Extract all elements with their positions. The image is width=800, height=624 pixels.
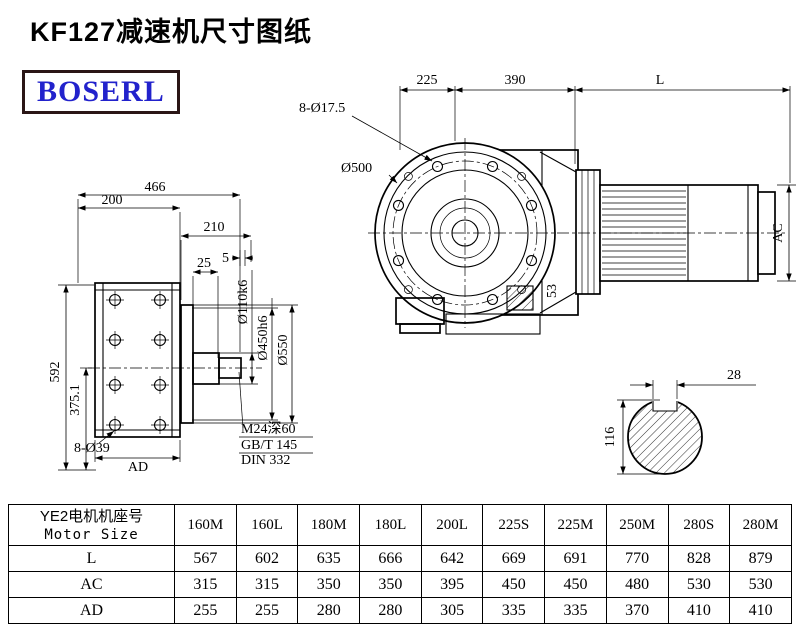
- cell: 691: [544, 545, 607, 572]
- col-header: 180M: [297, 504, 361, 546]
- dia-110-label: Ø110k6: [236, 280, 251, 325]
- col-header: 225M: [544, 504, 607, 546]
- cell: 567: [174, 545, 237, 572]
- adapter-ribs: [581, 170, 595, 294]
- dim-label-28: 28: [727, 368, 741, 383]
- motor-size-header-cn: YE2电机机座号: [39, 507, 144, 525]
- mount-holes: [106, 291, 169, 434]
- motor-fins: [602, 190, 686, 276]
- front-view: 225 390 L AC 8-Ø17.5 Ø500 53: [299, 73, 796, 335]
- cell: 255: [174, 597, 237, 624]
- dim-label-210: 210: [204, 220, 225, 235]
- cell: 280: [297, 597, 361, 624]
- dimension-table: YE2电机机座号 Motor Size 160M 160L 180M 180L …: [8, 504, 792, 624]
- cell: 530: [667, 571, 731, 598]
- section-dimensions: 28 116: [603, 368, 756, 475]
- cell: 395: [420, 571, 484, 598]
- cell: 879: [729, 545, 792, 572]
- shaft-step-1: [192, 352, 220, 385]
- cell: 280: [359, 597, 422, 624]
- dim-label-AD: AD: [128, 460, 148, 475]
- cell: 530: [729, 571, 792, 598]
- section-block: [506, 285, 534, 311]
- technical-drawing: 225 390 L AC 8-Ø17.5 Ø500 53: [48, 73, 796, 475]
- side-view-dimensions: 200 466 210 5 25 592: [48, 180, 313, 475]
- page-title: KF127减速机尺寸图纸: [30, 17, 313, 47]
- col-header: 280M: [729, 504, 792, 546]
- cell: 410: [729, 597, 792, 624]
- cell: 315: [174, 571, 237, 598]
- dim-label-375: 375.1: [68, 384, 83, 416]
- col-header: 280S: [667, 504, 731, 546]
- table-row-L: L 567 602 635 666 642 669 691 770 828 87…: [8, 545, 792, 572]
- base-block: [445, 313, 541, 335]
- cell: 335: [544, 597, 607, 624]
- col-header: 225S: [482, 504, 546, 546]
- motor-size-header: YE2电机机座号 Motor Size: [8, 504, 175, 546]
- cell: 350: [359, 571, 422, 598]
- col-header: 200L: [420, 504, 484, 546]
- dim-label-466: 466: [145, 180, 166, 195]
- cell: 602: [235, 545, 299, 572]
- dim-label-AC: AC: [771, 223, 786, 242]
- boserl-logo: BOSERL: [22, 70, 180, 114]
- table-row-AC: AC 315 315 350 350 395 450 450 480 530 5…: [8, 571, 792, 598]
- dia-450-label: Ø450h6: [256, 315, 271, 360]
- cell: 410: [667, 597, 731, 624]
- dia-500-label: Ø500: [341, 161, 372, 176]
- cell: 350: [297, 571, 361, 598]
- side-view: 200 466 210 5 25 592: [48, 180, 313, 475]
- dim-label-116: 116: [603, 427, 618, 447]
- gearbox-side-body: [94, 282, 181, 438]
- housing-web: [539, 291, 577, 314]
- thread-note-1: M24深60: [241, 421, 295, 437]
- dim-label-5: 5: [222, 251, 229, 266]
- table-header-row: YE2电机机座号 Motor Size 160M 160L 180M 180L …: [8, 504, 792, 546]
- keyway-cutout: [652, 394, 678, 411]
- cell: 370: [605, 597, 669, 624]
- row-label: L: [8, 545, 175, 572]
- motor-size-header-en: Motor Size: [44, 526, 139, 543]
- dim-label-200: 200: [102, 193, 123, 208]
- cell: 635: [297, 545, 361, 572]
- col-header: 160M: [174, 504, 237, 546]
- shaft-section-view: 28 116: [603, 368, 756, 475]
- output-flange: [180, 304, 194, 424]
- dim-label-390: 390: [505, 73, 526, 88]
- col-header: 250M: [605, 504, 669, 546]
- col-header: 180L: [359, 504, 422, 546]
- cell: 828: [667, 545, 731, 572]
- dim-label-53: 53: [545, 284, 560, 298]
- table-row-AD: AD 255 255 280 280 305 335 335 370 410 4…: [8, 597, 792, 624]
- bolt-holes: [392, 160, 538, 306]
- cell: 450: [544, 571, 607, 598]
- cell: 335: [482, 597, 546, 624]
- cell: 315: [235, 571, 299, 598]
- mount-holes-label: 8-Ø39: [74, 441, 110, 456]
- cell: 770: [605, 545, 669, 572]
- front-view-dimensions: 225 390 L AC 8-Ø17.5 Ø500 53: [299, 73, 796, 298]
- col-header: 160L: [235, 504, 299, 546]
- foot-pad: [399, 323, 441, 334]
- dia-550-label: Ø550: [276, 334, 291, 365]
- bolt-holes-label: 8-Ø17.5: [299, 101, 345, 116]
- dim-label-L: L: [656, 73, 665, 88]
- cell: 642: [420, 545, 484, 572]
- dim-label-225: 225: [417, 73, 438, 88]
- cell: 666: [359, 545, 422, 572]
- housing-web: [539, 151, 577, 173]
- cell: 669: [482, 545, 546, 572]
- cell: 450: [482, 571, 546, 598]
- row-label: AD: [8, 597, 175, 624]
- thread-note-2: GB/T 145: [241, 438, 297, 453]
- cell: 305: [420, 597, 484, 624]
- cell: 255: [235, 597, 299, 624]
- dim-label-25: 25: [197, 256, 211, 271]
- dim-label-592: 592: [48, 362, 63, 383]
- thread-note-3: DIN 332: [241, 453, 290, 468]
- keyway-outline: [652, 401, 678, 412]
- cell: 480: [605, 571, 669, 598]
- body-inner-lines: [95, 283, 180, 437]
- row-label: AC: [8, 571, 175, 598]
